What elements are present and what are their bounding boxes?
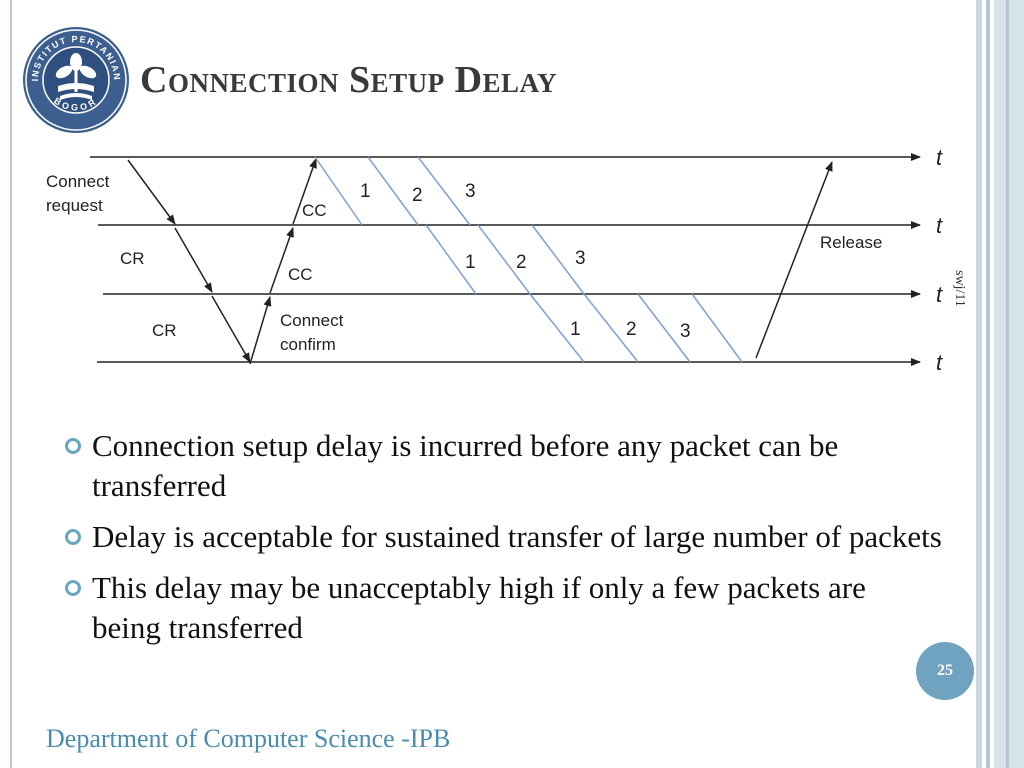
packet-label: 2: [412, 185, 423, 206]
right-frame-stripe: [976, 0, 982, 768]
packet-label: 3: [680, 321, 691, 342]
cr-label: CR: [120, 249, 145, 268]
cr-label: CR: [152, 321, 177, 340]
packet-label: 2: [626, 319, 637, 340]
slide-title: Connection Setup Delay: [140, 59, 558, 101]
side-code: swj/11: [952, 270, 967, 307]
packet-line: [425, 224, 477, 295]
bullet-item: This delay may be unacceptably high if o…: [62, 568, 942, 648]
packet-line: [691, 293, 743, 363]
circle-bullet-icon: [65, 529, 81, 545]
packet-lines: [314, 156, 743, 363]
release-label: Release: [820, 233, 882, 252]
time-label: t: [936, 350, 943, 375]
ipb-logo: INSTITUT PERTANIAN BOGOR: [23, 27, 129, 133]
bullet-item: Delay is acceptable for sustained transf…: [62, 517, 942, 557]
cc-arrow-3: [292, 158, 317, 225]
packet-line: [477, 224, 531, 295]
connection-setup-diagram: t t t t Connect request CR CR CC CC Conn…: [46, 145, 943, 375]
connect-confirm-label: confirm: [280, 335, 336, 354]
right-frame-stripe: [1006, 0, 1009, 768]
bullet-text: This delay may be unacceptably high if o…: [92, 570, 866, 645]
packet-label: 3: [575, 248, 586, 269]
leaf-emblem-icon: [55, 53, 97, 100]
page-number-badge: 25: [916, 642, 974, 700]
circle-bullet-icon: [65, 580, 81, 596]
bullet-text: Delay is acceptable for sustained transf…: [92, 519, 942, 554]
cc-label: CC: [302, 201, 327, 220]
packet-line: [531, 224, 585, 295]
time-label: t: [936, 282, 943, 307]
right-frame-stripe: [994, 0, 1024, 768]
packet-line: [314, 156, 363, 226]
right-frame-stripe: [986, 0, 990, 768]
release-arrow: [755, 161, 833, 359]
packet-label: 1: [465, 252, 476, 273]
cc-arrow-2: [269, 227, 294, 294]
time-label: t: [936, 145, 943, 170]
packet-line: [417, 156, 471, 226]
packet-label: 1: [360, 181, 371, 202]
time-label: t: [936, 213, 943, 238]
footer-text: Department of Computer Science -IPB: [46, 724, 451, 753]
connect-request-label: request: [46, 196, 103, 215]
cr-arrow-2: [174, 227, 213, 293]
packet-line: [529, 293, 585, 363]
packet-line: [583, 293, 639, 363]
cc-arrow-1: [249, 296, 272, 365]
bullet-item: Connection setup delay is incurred befor…: [62, 426, 942, 506]
bullet-list: Connection setup delay is incurred befor…: [62, 426, 942, 659]
connect-request-label: Connect: [46, 172, 110, 191]
packet-label: 1: [570, 319, 581, 340]
packet-label: 3: [465, 181, 476, 202]
connect-confirm-label: Connect: [280, 311, 344, 330]
circle-bullet-icon: [65, 438, 81, 454]
bullet-text: Connection setup delay is incurred befor…: [92, 428, 839, 503]
cr-arrow-1: [127, 159, 176, 225]
packet-label: 2: [516, 252, 527, 273]
packet-line: [637, 293, 691, 363]
left-frame-line: [10, 0, 12, 768]
packet-line: [367, 156, 419, 226]
cc-label: CC: [288, 265, 313, 284]
cr-arrow-3: [211, 295, 251, 363]
